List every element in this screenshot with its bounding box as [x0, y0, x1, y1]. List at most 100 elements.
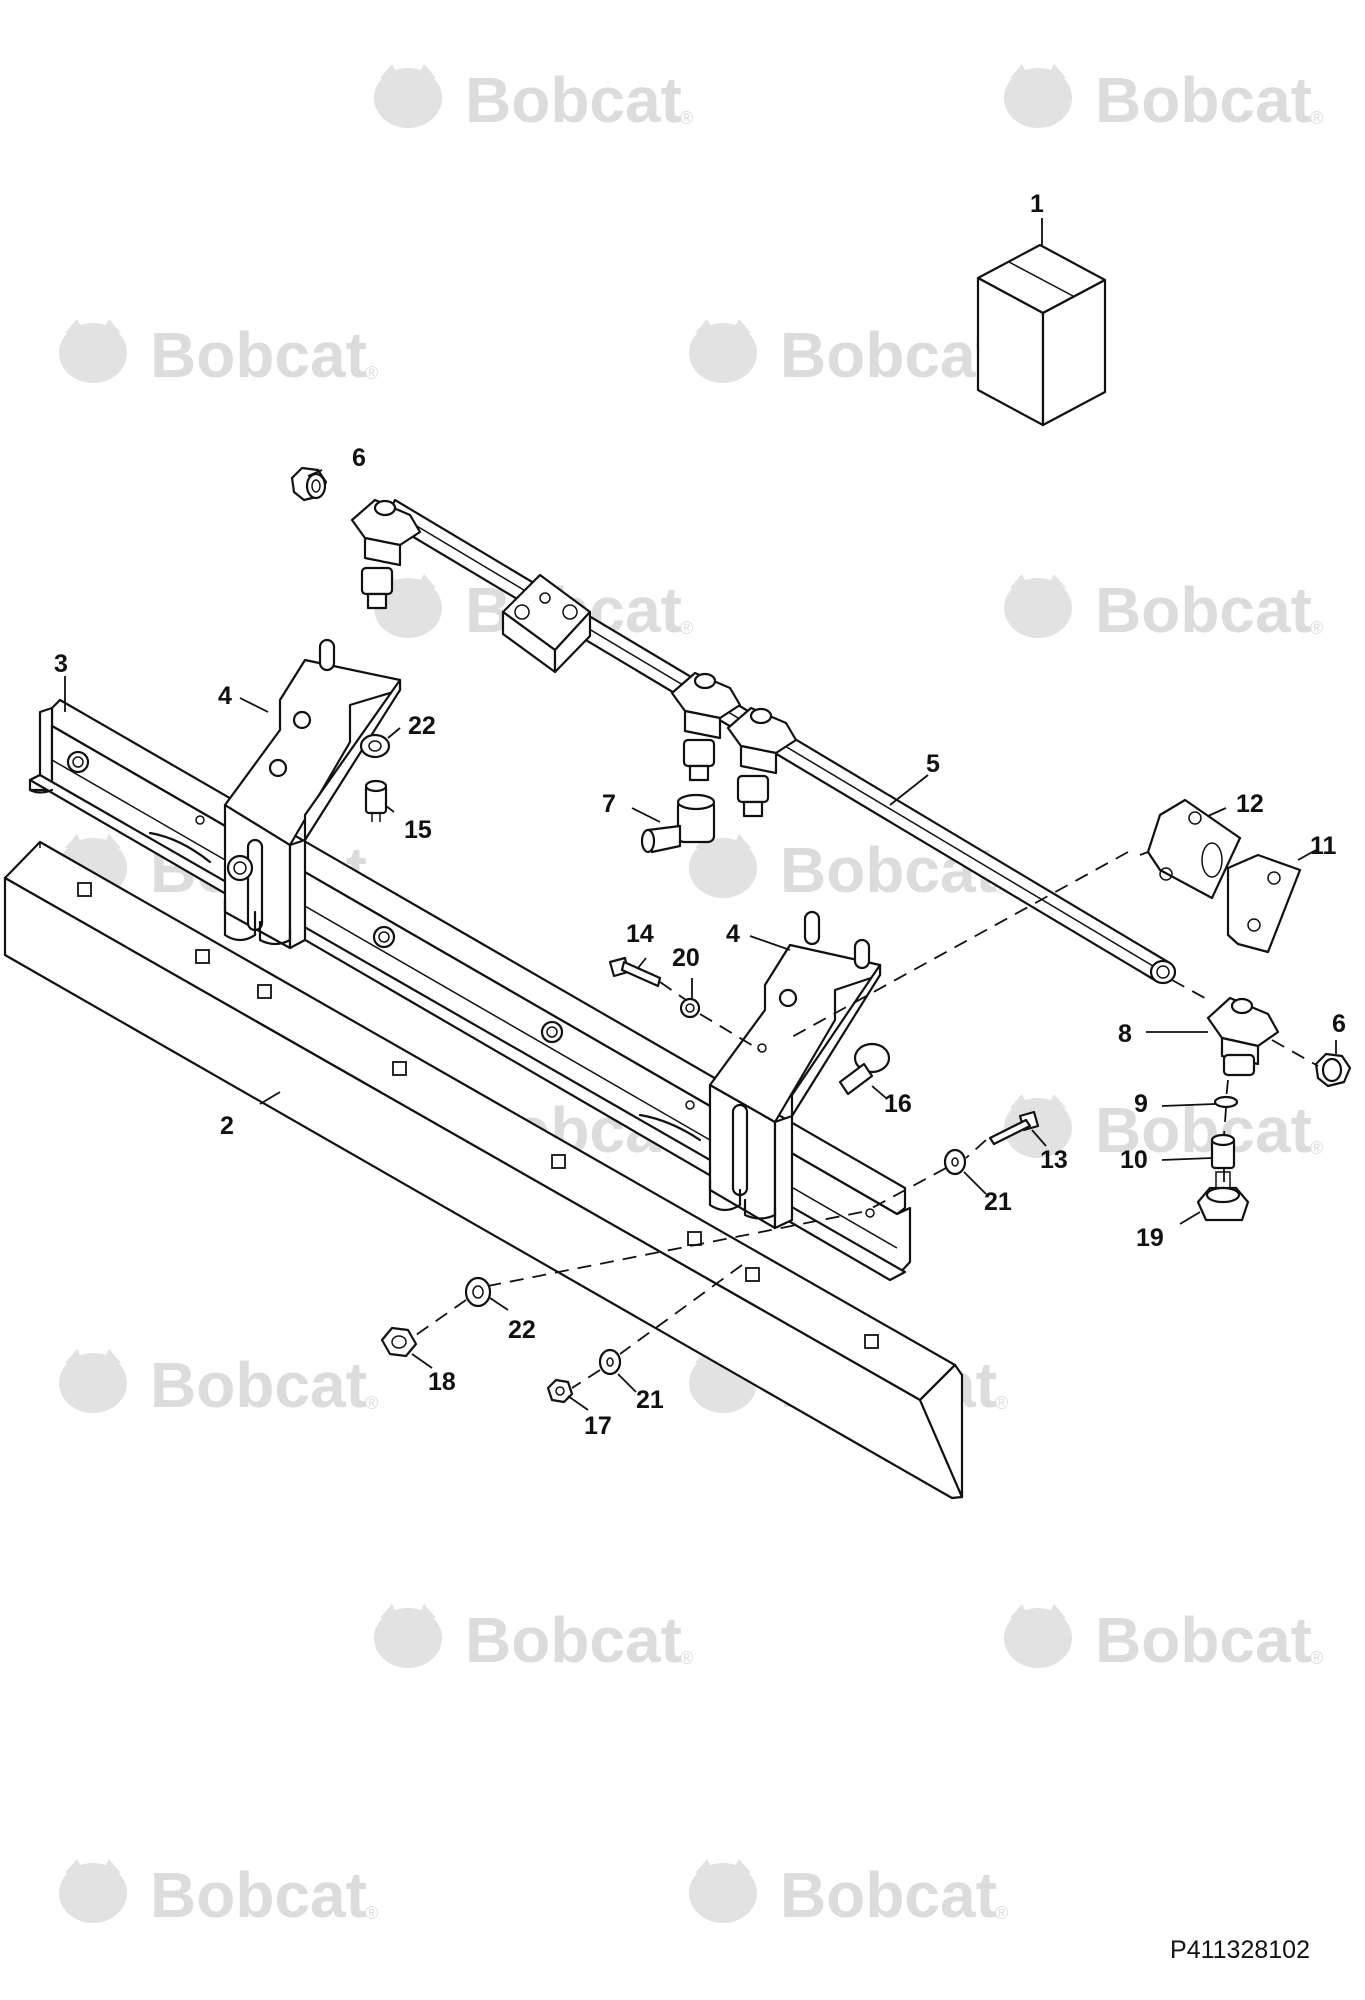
part-cutting-edge — [3, 840, 964, 1500]
callout-18: 18 — [428, 1368, 456, 1396]
part-tube-clamp-center — [501, 573, 592, 674]
callout-1: 1 — [1030, 190, 1044, 218]
callout-15: 15 — [404, 816, 432, 844]
bobcat-logo-icon — [689, 1859, 757, 1923]
part-nozzle-tip — [1210, 1133, 1236, 1170]
watermark-reg-mark: ® — [995, 1903, 1008, 1923]
part-nozzle-body-exploded — [1206, 996, 1280, 1077]
watermark-reg-mark: ® — [1310, 1648, 1323, 1668]
bobcat-watermark: Bobcat® — [374, 64, 693, 136]
callout-5: 5 — [926, 750, 940, 778]
watermark-reg-mark: ® — [995, 1393, 1008, 1413]
bobcat-watermark: Bobcat® — [689, 319, 1008, 391]
watermark-brand-text: Bobcat — [1095, 574, 1312, 646]
callout-17: 17 — [584, 1412, 612, 1440]
bobcat-logo-icon — [59, 319, 127, 383]
bobcat-logo-icon — [374, 64, 442, 128]
bobcat-watermark: Bobcat® — [1004, 574, 1323, 646]
bobcat-logo-icon — [1004, 1604, 1072, 1668]
bobcat-logo-icon — [59, 1349, 127, 1413]
bobcat-logo-icon — [689, 834, 757, 898]
watermark-reg-mark: ® — [680, 618, 693, 638]
part-nozzle-body-2 — [670, 671, 742, 782]
leader-lines — [64, 218, 1337, 1411]
part-washer-21a — [943, 1148, 967, 1176]
watermark-brand-text: Bobcat — [150, 1859, 367, 1931]
callout-9: 9 — [1134, 1090, 1148, 1118]
watermark-reg-mark: ® — [1310, 108, 1323, 128]
watermark-reg-mark: ® — [1310, 1138, 1323, 1158]
watermark-brand-text: Bobcat — [1095, 1094, 1312, 1166]
watermark-brand-text: Bobcat — [465, 64, 682, 136]
part-nozzle-body-3 — [726, 706, 798, 818]
part-bolt-13 — [988, 1110, 1040, 1146]
callout-22: 22 — [508, 1316, 536, 1344]
callout-16: 16 — [884, 1090, 912, 1118]
callout-3: 3 — [54, 650, 68, 678]
bobcat-logo-icon — [374, 1604, 442, 1668]
bobcat-watermark: Bobcat® — [1004, 64, 1323, 136]
callouts: 1 2 3 4 4 5 6 6 7 8 9 10 11 12 13 14 15 … — [54, 190, 1346, 1440]
callout-21: 21 — [984, 1188, 1012, 1216]
watermark-reg-mark: ® — [1310, 618, 1323, 638]
callout-21: 21 — [636, 1386, 664, 1414]
watermark-brand-text: Bobcat — [150, 319, 367, 391]
callout-13: 13 — [1040, 1146, 1068, 1174]
watermark-brand-text: Bobcat — [780, 1859, 997, 1931]
bobcat-watermark: Bobcat® — [374, 1604, 693, 1676]
watermark-brand-text: Bobcat — [1095, 1604, 1312, 1676]
part-washer-21b — [598, 1348, 622, 1376]
part-nut-20 — [679, 997, 701, 1019]
callout-20: 20 — [672, 944, 700, 972]
part-clamp-plate — [1226, 853, 1302, 954]
bobcat-watermark: Bobcat® — [59, 1349, 378, 1421]
bobcat-logo-icon — [1004, 64, 1072, 128]
drawing-number: P411328102 — [1170, 1936, 1310, 1964]
callout-2: 2 — [220, 1112, 234, 1140]
explode-lines — [415, 851, 1319, 1389]
callout-4: 4 — [726, 920, 740, 948]
bobcat-logo-icon — [689, 319, 757, 383]
bobcat-watermark: Bobcat® — [689, 1859, 1008, 1931]
watermark-brand-text: Bobcat — [1095, 64, 1312, 136]
bobcat-watermark: Bobcat® — [1004, 1604, 1323, 1676]
part-bracket-right — [708, 910, 882, 1230]
part-o-ring — [1213, 1095, 1239, 1109]
part-lock-washer-22b — [464, 1276, 492, 1308]
part-bracket-left — [223, 638, 402, 950]
part-flange-nut-17 — [546, 1378, 574, 1404]
watermark-reg-mark: ® — [680, 1648, 693, 1668]
part-clamp-front — [1146, 798, 1242, 900]
part-kit-box — [976, 243, 1107, 427]
part-elbow-fitting — [640, 793, 716, 854]
callout-7: 7 — [602, 790, 616, 818]
part-carriage-bolt-16 — [838, 1042, 891, 1096]
part-cap-screw-15 — [364, 779, 388, 822]
callout-8: 8 — [1118, 1020, 1132, 1048]
part-nozzle-cap-19 — [1196, 1171, 1250, 1222]
part-nozzle-body-1 — [350, 498, 422, 610]
part-hex-nut-18 — [380, 1326, 418, 1358]
callout-22: 22 — [408, 712, 436, 740]
callout-6: 6 — [1332, 1010, 1346, 1038]
watermark-brand-text: Bobcat — [780, 319, 997, 391]
part-cap-right — [1314, 1052, 1352, 1088]
part-cap-left — [290, 466, 328, 502]
callout-6: 6 — [352, 444, 366, 472]
callout-10: 10 — [1120, 1146, 1148, 1174]
bobcat-watermark: Bobcat® — [59, 1859, 378, 1931]
callout-11: 11 — [1310, 832, 1337, 860]
callout-12: 12 — [1236, 790, 1264, 818]
watermark-reg-mark: ® — [365, 363, 378, 383]
watermark-reg-mark: ® — [365, 1393, 378, 1413]
bobcat-watermark: Bobcat® — [59, 319, 378, 391]
watermark-reg-mark: ® — [680, 108, 693, 128]
watermark-reg-mark: ® — [365, 1903, 378, 1923]
watermark-brand-text: Bobcat — [150, 1349, 367, 1421]
callout-14: 14 — [626, 920, 654, 948]
bobcat-logo-icon — [59, 1859, 127, 1923]
bobcat-watermark: Bobcat® — [1004, 1094, 1323, 1166]
callout-4: 4 — [218, 682, 232, 710]
part-bolt-14 — [608, 956, 662, 988]
